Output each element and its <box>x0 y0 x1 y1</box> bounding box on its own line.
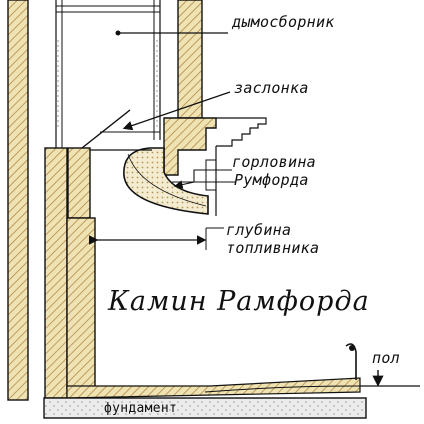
mantel-molding <box>205 117 267 216</box>
flue-liner <box>55 0 161 148</box>
label-depth-line2: топливника <box>226 239 320 257</box>
back-wall <box>7 0 29 401</box>
foundation <box>43 397 367 419</box>
label-floor: пол <box>372 349 400 367</box>
damper-plate <box>68 109 160 151</box>
leader-lines <box>115 30 236 189</box>
firebox-step <box>66 147 96 389</box>
label-throat-line2: Румфорда <box>234 171 309 189</box>
label-foundation: фундамент <box>104 401 178 416</box>
diagram-title: Камин Рамфорда <box>108 286 370 317</box>
label-damper: заслонка <box>234 79 309 97</box>
label-smoke-chamber: дымосборник <box>232 13 335 31</box>
front-chimney-wall <box>163 0 217 176</box>
hearth-floor <box>66 343 361 399</box>
inner-back-wall <box>44 147 68 399</box>
label-throat-line1: горловина <box>232 153 316 171</box>
firebox-depth-dimension <box>88 227 224 250</box>
floor-arrow <box>360 370 420 387</box>
label-depth-line1: глубина <box>226 221 292 239</box>
